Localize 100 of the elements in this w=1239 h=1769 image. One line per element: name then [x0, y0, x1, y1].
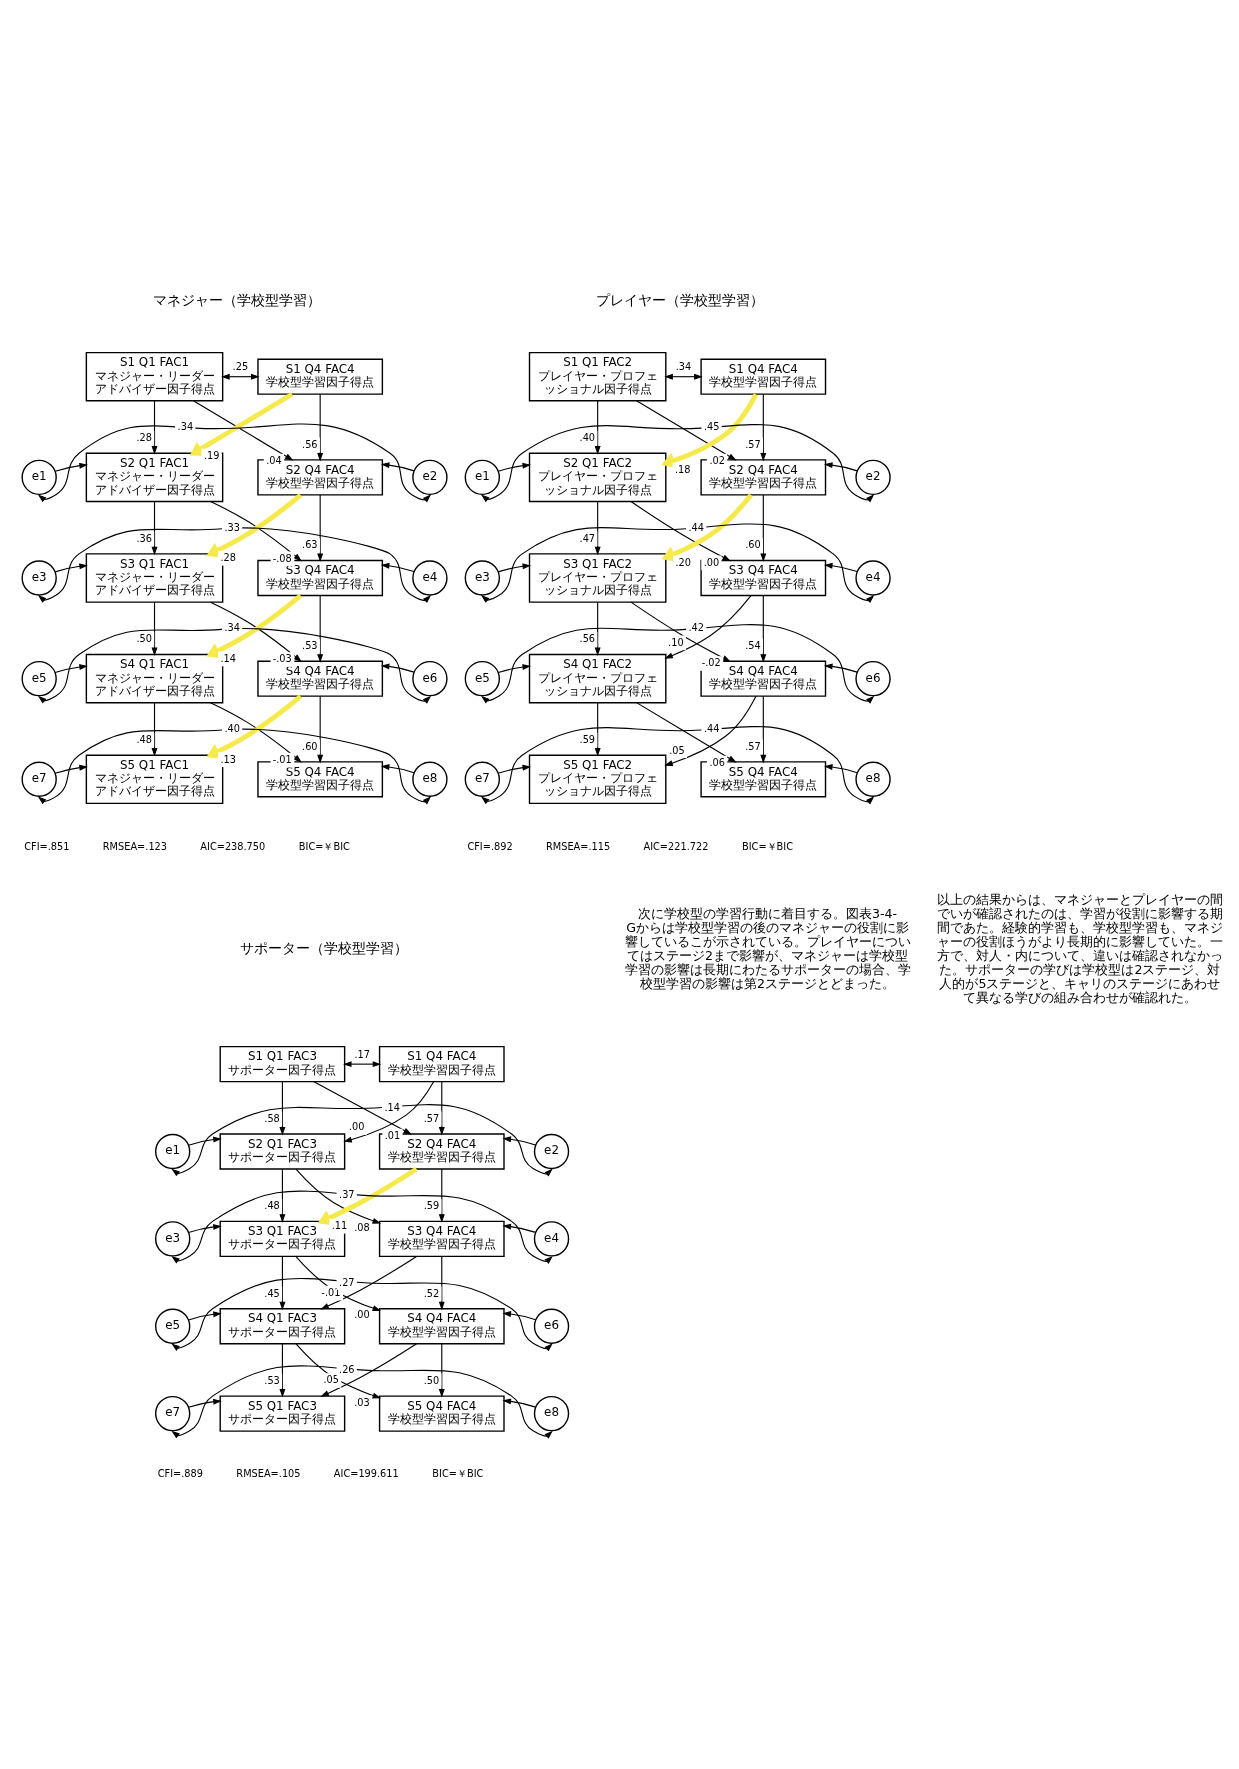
node-box: S1 Q1 FAC3 サポーター因子得点: [219, 1045, 346, 1083]
node-circle: e5: [155, 1308, 191, 1344]
edge-label: .47: [579, 532, 596, 544]
edge-label: .57: [423, 1112, 440, 1124]
node-box: S4 Q4 FAC4 学校型学習因子得点: [378, 1308, 505, 1345]
arrow: [760, 494, 767, 563]
edge-label: .50: [423, 1374, 440, 1386]
edge-label: .25: [232, 361, 249, 373]
label: BIC=￥BIC: [742, 840, 793, 852]
arrow: [54, 462, 88, 472]
arrow: [661, 493, 753, 562]
edge-label: .20: [675, 556, 692, 568]
node-circle: e6: [533, 1308, 570, 1344]
label: RMSEA=.115: [545, 840, 611, 852]
arrow: [317, 1167, 418, 1226]
arrow: [279, 1081, 286, 1136]
node-circle: e4: [533, 1221, 570, 1257]
edge-label: .14: [220, 652, 236, 664]
node-circle: e7: [21, 761, 57, 797]
edge-label: .27: [339, 1276, 355, 1288]
node-box: S1 Q4 FAC4 学校型学習因子得点: [700, 358, 827, 395]
edge-label: .54: [745, 640, 761, 652]
node-circle: e2: [412, 459, 448, 496]
edge-label: .44: [703, 722, 720, 734]
edge-label: .60: [302, 740, 318, 752]
edge-label: .17: [354, 1048, 370, 1060]
arrow: [380, 663, 415, 673]
edge-label: .53: [264, 1374, 280, 1386]
arrow: [193, 400, 294, 461]
node-circle: e6: [855, 660, 891, 697]
node-circle: e1: [464, 459, 501, 496]
node-circle: e2: [855, 459, 891, 496]
edge-label: -.01: [272, 754, 292, 766]
label: AIC=199.611: [333, 1468, 399, 1480]
edge-label: .13: [220, 753, 236, 765]
edge-label: .57: [745, 438, 761, 450]
label: RMSEA=.105: [236, 1468, 301, 1480]
arrow: [594, 400, 601, 455]
node-box: S1 Q4 FAC4 学校型学習因子得点: [378, 1045, 505, 1083]
edge-label: .40: [224, 722, 240, 734]
node-box: S1 Q4 FAC4 学校型学習因子得点: [257, 358, 384, 395]
arrow: [37, 728, 432, 805]
label: サポーター（学校型学習）: [240, 940, 409, 956]
node-box: S1 Q1 FAC2 プレイヤー・プロフェッショナル因子得点: [528, 351, 667, 402]
edge-label: .48: [136, 733, 152, 745]
edge-label: .59: [579, 733, 596, 745]
arrow: [594, 501, 601, 556]
edge-label: .60: [745, 539, 761, 551]
arrow: [380, 764, 415, 774]
arrow: [481, 523, 875, 604]
arrow: [317, 393, 324, 462]
arrow: [438, 1081, 445, 1136]
arrow: [594, 601, 601, 656]
arrow: [502, 1136, 537, 1146]
node-circle: e8: [855, 761, 891, 797]
edge-label: .04: [266, 455, 282, 467]
edge-label: .33: [224, 521, 240, 533]
arrow: [481, 726, 875, 805]
arrow: [497, 764, 532, 774]
arrow: [171, 1104, 553, 1177]
edge-label: .19: [203, 450, 220, 462]
edge-label: .02: [709, 455, 725, 467]
edge-label: -.08: [272, 552, 292, 564]
arrow: [54, 563, 88, 573]
label: CFI=.892: [467, 840, 513, 852]
edge-label: .08: [354, 1222, 370, 1234]
edge-label: .28: [220, 552, 236, 564]
label: 次に学校型の学習行動に着目する。図表3-4-Gからは学校型学習の後のマネジャーの役割に影響しているこが示されている。プレイヤーについてはステージ2まで影響が、マネジャーは学校型学習の影響は長期にわたるサポーターの場合、学校型学習の影響は第2ステージとどまった。: [624, 905, 911, 991]
arrow: [380, 462, 415, 472]
arrow: [188, 1398, 222, 1408]
label: 以上の結果からは、マネジャーとプレイヤーの間でいが確認されたのは、学習が役割に影響する期間であた。経験的学習も、学校型学習も、マネジャーの役割ほうがより長期的に影響していた。一方で、対人・内について、違いは確認されなかった。サポーターの学びは学校型は2ステージ、対人的が5ステージと、キャリのステージにあわせて異なる学びの組み合わせが確認れた。: [936, 891, 1223, 1005]
arrow: [151, 501, 158, 556]
arrow: [295, 1256, 382, 1312]
edge-label: .53: [302, 640, 318, 652]
arrow: [188, 1311, 222, 1321]
arrow: [37, 423, 432, 503]
edge-label: .44: [688, 521, 705, 533]
node-box: S3 Q1 FAC1 マネジャー・リーダーアドバイザー因子得点: [85, 553, 224, 603]
arrow: [760, 595, 767, 663]
edge-label: .63: [302, 539, 318, 551]
arrow: [171, 1190, 553, 1264]
node-circle: e1: [21, 459, 57, 496]
node-box: S5 Q4 FAC4 学校型学習因子得点: [378, 1395, 505, 1432]
arrow: [209, 702, 302, 763]
edge-label: .00: [354, 1309, 370, 1321]
arrow: [630, 601, 731, 662]
arrow: [497, 563, 532, 573]
label: AIC=221.722: [643, 840, 709, 852]
node-circle: e2: [533, 1133, 570, 1170]
edge-label: -.02: [701, 657, 721, 669]
arrow: [279, 1168, 286, 1223]
arrow: [481, 424, 875, 503]
arrow: [209, 601, 302, 663]
edge-label: .48: [264, 1200, 280, 1212]
arrow: [221, 373, 260, 380]
arrow: [295, 1168, 382, 1224]
arrow: [189, 392, 294, 456]
node-circle: e1: [155, 1133, 191, 1170]
arrow: [317, 494, 324, 563]
label: CFI=.889: [157, 1468, 203, 1480]
